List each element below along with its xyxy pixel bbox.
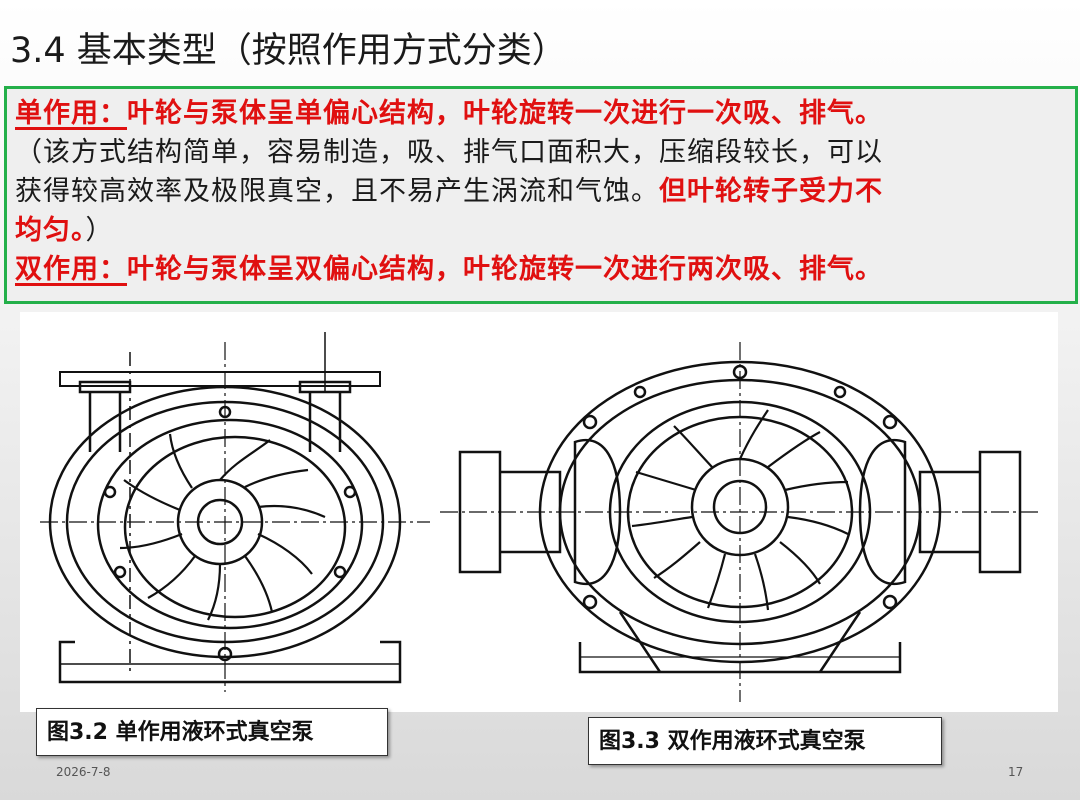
- footer-date: 2026-7-8: [56, 765, 111, 779]
- single-action-label: 单作用：: [15, 98, 127, 129]
- single-action-note-1: （该方式结构简单，容易制造，吸、排气口面积大，压缩段较长，可以: [15, 137, 883, 168]
- pump-drawings: [20, 312, 1058, 712]
- single-action-note-close: ）: [85, 215, 114, 246]
- single-action-note-3: 均匀。）: [15, 211, 1067, 250]
- figure-caption-single: 图3.2 单作用液环式真空泵: [36, 708, 388, 756]
- double-action-desc: 叶轮与泵体呈双偏心结构，叶轮旋转一次进行两次吸、排气。: [127, 254, 883, 285]
- single-action-line: 单作用：叶轮与泵体呈单偏心结构，叶轮旋转一次进行一次吸、排气。: [15, 94, 1067, 133]
- double-action-pump-drawing: [440, 342, 1040, 702]
- single-action-drawback: 但叶轮转子受力不: [659, 176, 883, 207]
- description-box: 单作用：叶轮与泵体呈单偏心结构，叶轮旋转一次进行一次吸、排气。 （该方式结构简单…: [4, 86, 1078, 304]
- single-action-pump-drawing: [40, 332, 430, 692]
- double-action-label: 双作用：: [15, 254, 127, 285]
- single-action-drawback-end: 均匀。: [15, 215, 86, 246]
- slide-title: 3.4 基本类型（按照作用方式分类）: [10, 31, 567, 71]
- figure-caption-double: 图3.3 双作用液环式真空泵: [588, 717, 942, 765]
- double-action-line: 双作用：叶轮与泵体呈双偏心结构，叶轮旋转一次进行两次吸、排气。: [15, 250, 1067, 289]
- single-action-note-2: 获得较高效率及极限真空，且不易产生涡流和气蚀。但叶轮转子受力不: [15, 172, 1067, 211]
- page-number: 17: [1008, 765, 1024, 779]
- single-action-note-2-text: 获得较高效率及极限真空，且不易产生涡流和气蚀。: [15, 176, 659, 207]
- single-action-desc: 叶轮与泵体呈单偏心结构，叶轮旋转一次进行一次吸、排气。: [127, 98, 883, 129]
